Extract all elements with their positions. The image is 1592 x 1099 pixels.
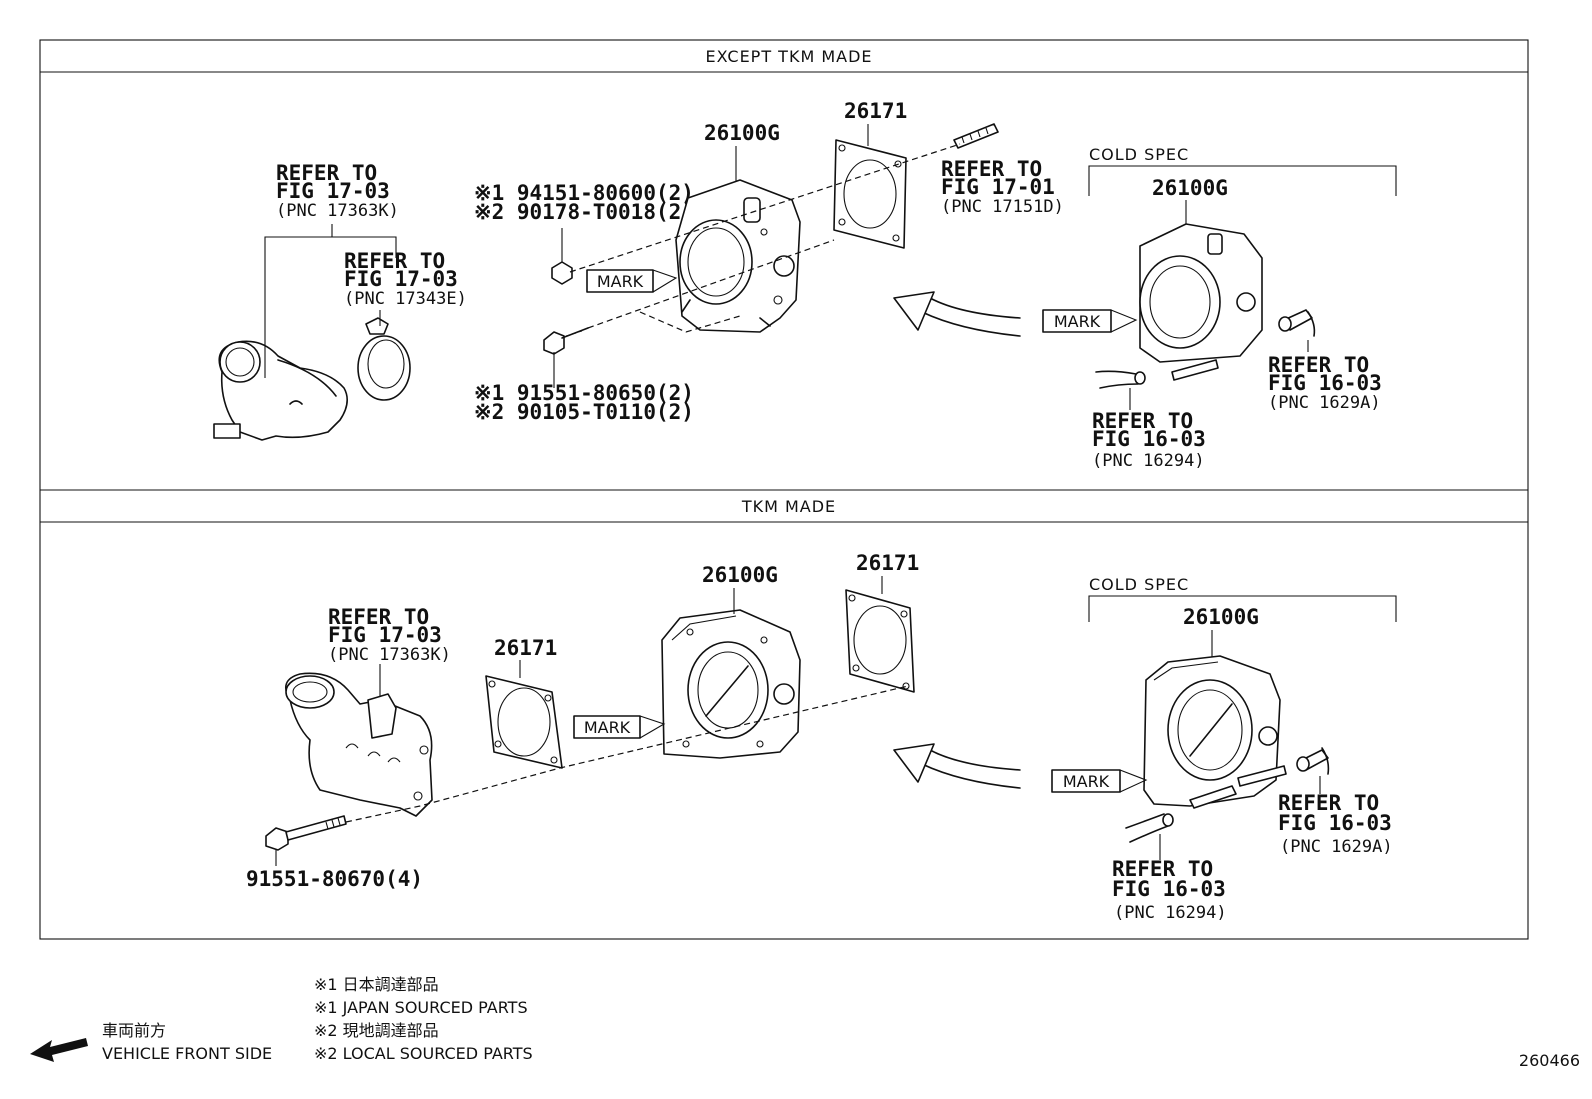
svg-text:MARK: MARK: [1063, 772, 1110, 791]
throttle-body-bottom-number: 26100G: [702, 563, 778, 587]
svg-text:REFER TO: REFER TO: [344, 249, 445, 273]
svg-text:MARK: MARK: [1054, 312, 1101, 331]
nut-part-numbers: ※1 94151-80600(2) ※2 90178-T0018(2): [474, 181, 694, 224]
cold-spec-bottom-label: COLD SPEC: [1089, 575, 1189, 594]
svg-text:REFER TO: REFER TO: [941, 157, 1042, 181]
svg-text:(PNC 17343E): (PNC 17343E): [344, 289, 467, 309]
ref-intake-bottom-label: REFER TO FIG 17-03 (PNC 17363K): [328, 605, 451, 665]
section-title-bottom: TKM MADE: [741, 497, 836, 516]
svg-text:REFER TO: REFER TO: [276, 161, 377, 185]
hose-left-top: [1095, 370, 1146, 410]
svg-text:※1 日本調達部品: ※1 日本調達部品: [314, 975, 439, 994]
svg-text:REFER TO: REFER TO: [1092, 409, 1193, 433]
svg-text:FIG 17-01: FIG 17-01: [941, 175, 1055, 199]
svg-text:※1 94151-80600(2): ※1 94151-80600(2): [474, 181, 694, 205]
cold-throttle-body-top: [1139, 223, 1263, 381]
svg-text:(PNC 1629A): (PNC 1629A): [1268, 393, 1381, 413]
svg-text:(PNC 17151D): (PNC 17151D): [941, 197, 1064, 217]
svg-text:MARK: MARK: [597, 272, 644, 291]
svg-text:(PNC 1629A): (PNC 1629A): [1280, 837, 1393, 857]
air-intake-connector-bottom: [284, 672, 433, 817]
curved-arrow-icon: [893, 291, 1021, 337]
svg-text:※1 JAPAN SOURCED PARTS: ※1 JAPAN SOURCED PARTS: [314, 998, 528, 1017]
gasket-bottom-left: [485, 675, 563, 769]
hose-clamp: [357, 317, 411, 401]
ref-hose-2-top-label: REFER TO FIG 16-03 (PNC 16294): [1092, 409, 1206, 471]
throttle-body-bottom: [661, 609, 801, 759]
hose-right-top: [1278, 309, 1316, 352]
stud: [953, 123, 999, 149]
cold-throttle-body-bottom-number: 26100G: [1183, 605, 1259, 629]
curved-arrow-icon: [893, 743, 1021, 789]
svg-text:MARK: MARK: [584, 718, 631, 737]
section-title-top: EXCEPT TKM MADE: [705, 47, 872, 66]
svg-text:※2 LOCAL SOURCED PARTS: ※2 LOCAL SOURCED PARTS: [314, 1044, 533, 1063]
vehicle-front-jp: 車両前方: [102, 1021, 166, 1040]
mark-tag-bottom: MARK: [573, 715, 666, 739]
ref-hose-1-top-label: REFER TO FIG 16-03 (PNC 1629A): [1268, 353, 1382, 413]
gasket-bottom-left-number: 26171: [494, 636, 557, 660]
svg-text:※1 91551-80650(2): ※1 91551-80650(2): [474, 381, 694, 405]
hose-left-bottom: [1125, 813, 1174, 860]
throttle-body-top: [675, 179, 801, 333]
gasket-top: [833, 139, 907, 249]
mark-tag-top: MARK: [586, 269, 678, 293]
svg-text:※2 90105-T0110(2): ※2 90105-T0110(2): [474, 400, 694, 424]
svg-text:(PNC 16294): (PNC 16294): [1092, 451, 1205, 471]
ref-intake-1-label: REFER TO FIG 17-03 (PNC 17363K): [276, 161, 399, 221]
ref-hose-2-bottom-label: REFER TO FIG 16-03 (PNC 16294): [1112, 857, 1227, 923]
svg-text:FIG 17-03: FIG 17-03: [328, 623, 442, 647]
frame: [39, 39, 1529, 940]
cold-mark-tag-bottom: MARK: [1051, 769, 1148, 793]
ref-hose-1-bottom-label: REFER TO FIG 16-03 (PNC 1629A): [1278, 791, 1393, 857]
ref-intake-2-label: REFER TO FIG 17-03 (PNC 17343E): [344, 249, 467, 309]
svg-text:※2 90178-T0018(2): ※2 90178-T0018(2): [474, 200, 694, 224]
nut: [551, 228, 573, 285]
svg-text:(PNC 17363K): (PNC 17363K): [328, 645, 451, 665]
arrow-left-icon: [30, 1038, 88, 1062]
legend: ※1 日本調達部品 ※1 JAPAN SOURCED PARTS ※2 現地調達…: [314, 975, 533, 1063]
cold-spec-top-label: COLD SPEC: [1089, 145, 1189, 164]
svg-text:(PNC 16294): (PNC 16294): [1114, 903, 1227, 923]
gasket-bottom-right-number: 26171: [856, 551, 919, 575]
svg-text:FIG 17-03: FIG 17-03: [344, 267, 458, 291]
bolt-bottom-number: 91551-80670(4): [246, 867, 423, 891]
svg-text:FIG 16-03: FIG 16-03: [1268, 371, 1382, 395]
cold-mark-tag-top: MARK: [1042, 309, 1138, 333]
bolt-bottom: [265, 815, 347, 866]
svg-text:REFER TO: REFER TO: [1268, 353, 1369, 377]
throttle-body-top-number: 26100G: [704, 121, 780, 145]
air-intake-connector: [213, 340, 348, 441]
svg-text:FIG 17-03: FIG 17-03: [276, 179, 390, 203]
svg-text:(PNC 17363K): (PNC 17363K): [276, 201, 399, 221]
cold-throttle-body-bottom: [1143, 655, 1287, 809]
svg-text:REFER TO: REFER TO: [1112, 857, 1213, 881]
svg-text:FIG 16-03: FIG 16-03: [1112, 877, 1226, 901]
bolt: [543, 327, 589, 388]
vehicle-front-en: VEHICLE FRONT SIDE: [102, 1044, 272, 1063]
gasket-top-number: 26171: [844, 99, 907, 123]
bolt-part-numbers: ※1 91551-80650(2) ※2 90105-T0110(2): [474, 381, 694, 424]
gasket-bottom-right: [845, 589, 915, 693]
svg-text:REFER TO: REFER TO: [328, 605, 429, 629]
cold-throttle-body-top-number: 26100G: [1152, 176, 1228, 200]
svg-text:REFER TO: REFER TO: [1278, 791, 1379, 815]
hose-right-bottom: [1296, 747, 1330, 794]
svg-text:※2 現地調達部品: ※2 現地調達部品: [314, 1021, 439, 1040]
ref-stud-label: REFER TO FIG 17-01 (PNC 17151D): [941, 157, 1064, 217]
svg-text:FIG 16-03: FIG 16-03: [1278, 811, 1392, 835]
svg-text:FIG 16-03: FIG 16-03: [1092, 427, 1206, 451]
figure-number: 260466: [1519, 1051, 1580, 1070]
